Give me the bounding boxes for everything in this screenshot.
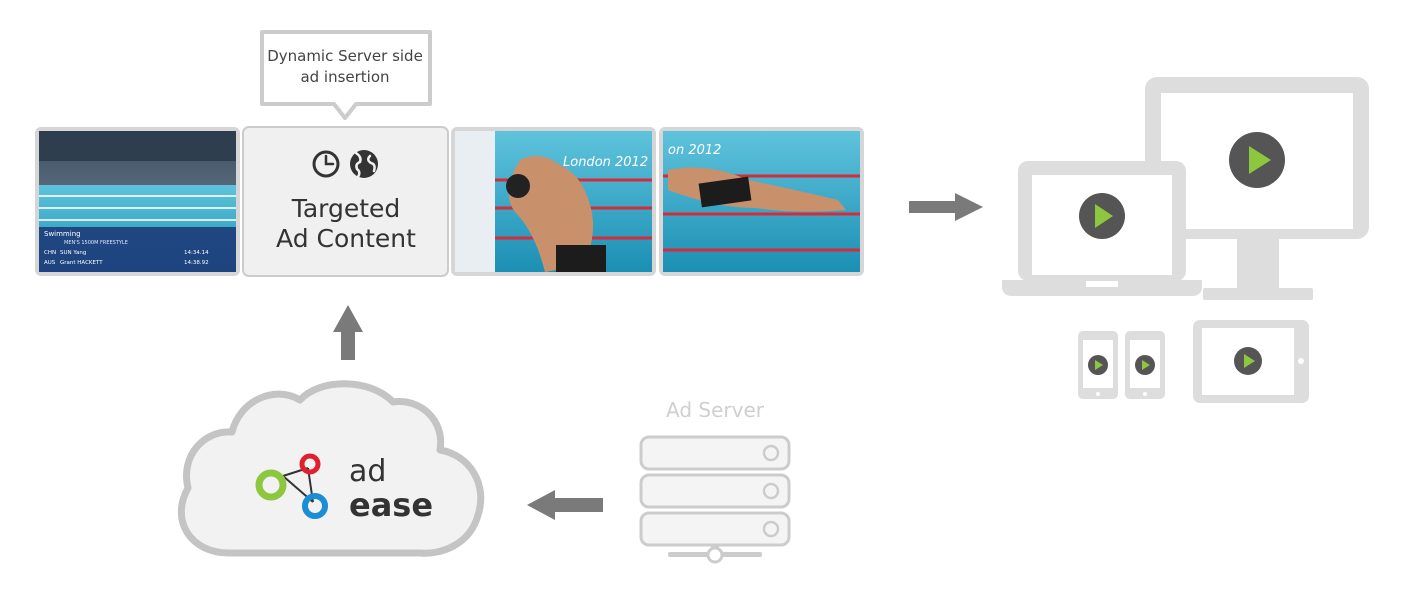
broadcast-row-1-nation: CHN [44, 250, 56, 256]
play-icon [1079, 193, 1125, 239]
logo-word-ad: ad [349, 454, 387, 489]
phone-1 [1078, 331, 1118, 399]
clock-icon [312, 150, 340, 178]
broadcast-row-2-nation: AUS [44, 260, 56, 266]
callout-bubble [260, 30, 432, 120]
phone-2 [1125, 331, 1165, 399]
video-frame-1: Swimming MEN'S 1500M FREESTYLE CHN SUN Y… [35, 127, 240, 276]
ad-server-label: Ad Server [666, 398, 764, 422]
broadcast-event: MEN'S 1500M FREESTYLE [64, 240, 128, 246]
ad-slot-label: Targeted Ad Content [246, 194, 446, 254]
globe-icon [350, 150, 378, 179]
video-frame-3: London 2012 [451, 127, 656, 276]
logo-blue-ring [302, 493, 328, 519]
play-icon [1234, 347, 1262, 375]
play-icon [1135, 355, 1155, 375]
adease-logo [255, 453, 328, 519]
watermark-frame-4: on 2012 [668, 143, 721, 158]
callout-line-1: Dynamic Server side [267, 47, 423, 65]
play-icon [1229, 132, 1285, 188]
arrow-left [527, 490, 603, 520]
video-frame-4: on 2012 [659, 127, 864, 276]
desktop-monitor [1145, 77, 1369, 300]
watermark-london-2012: London 2012 [563, 155, 648, 170]
arrow-right [909, 193, 983, 221]
cloud [177, 380, 485, 557]
callout-line-2: ad insertion [300, 68, 390, 86]
callout-text: Dynamic Server side ad insertion [262, 46, 428, 88]
broadcast-row-1-time: 14:34.14 [184, 250, 209, 256]
video-strip: Swimming MEN'S 1500M FREESTYLE CHN SUN Y… [35, 126, 864, 277]
logo-green-ring [255, 469, 287, 501]
tablet [1193, 320, 1309, 403]
ad-slot-frame [242, 126, 449, 277]
broadcast-row-1-name: SUN Yang [60, 250, 86, 256]
broadcast-row-2-name: Grant HACKETT [60, 260, 103, 266]
logo-word-ease: ease [349, 486, 434, 524]
play-icon [1088, 355, 1108, 375]
ad-slot-line-2: Ad Content [276, 224, 416, 253]
ad-server [639, 435, 791, 564]
laptop [1002, 161, 1202, 296]
ad-slot-line-1: Targeted [291, 194, 401, 223]
broadcast-banner: Swimming [44, 230, 81, 238]
arrow-up [333, 305, 363, 360]
logo-red-ring [299, 453, 321, 475]
broadcast-row-2-time: 14:38.92 [184, 260, 209, 266]
